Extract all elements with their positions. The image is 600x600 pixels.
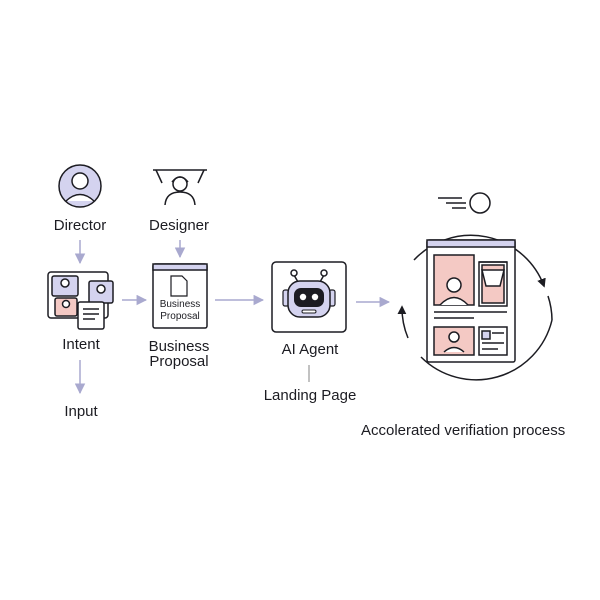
- director-person-icon: [58, 164, 102, 208]
- input-label: Input: [64, 403, 98, 420]
- document-icon: [170, 275, 188, 297]
- flow-arrows: [74, 240, 391, 395]
- director-label: Director: [53, 217, 107, 234]
- webpage-icon: [426, 239, 516, 363]
- motion-ball-icon: [438, 192, 491, 214]
- agent-label: AI Agent: [281, 341, 339, 358]
- designer-label: Designer: [148, 217, 210, 234]
- proposal-card: Business Proposal: [152, 263, 208, 329]
- landing-page-label: Landing Page: [263, 387, 357, 404]
- robot-icon: [271, 261, 347, 333]
- process-label: Accolerated verifiation process: [361, 422, 566, 439]
- proposal-label-line2: Proposal: [149, 353, 209, 370]
- proposal-card-line1: Business: [160, 299, 201, 310]
- designer-icon: [153, 169, 207, 206]
- cards-icon: [47, 271, 114, 330]
- intent-label: Intent: [62, 336, 100, 353]
- proposal-label-line1: Business: [148, 338, 210, 355]
- proposal-card-line2: Proposal: [160, 311, 199, 322]
